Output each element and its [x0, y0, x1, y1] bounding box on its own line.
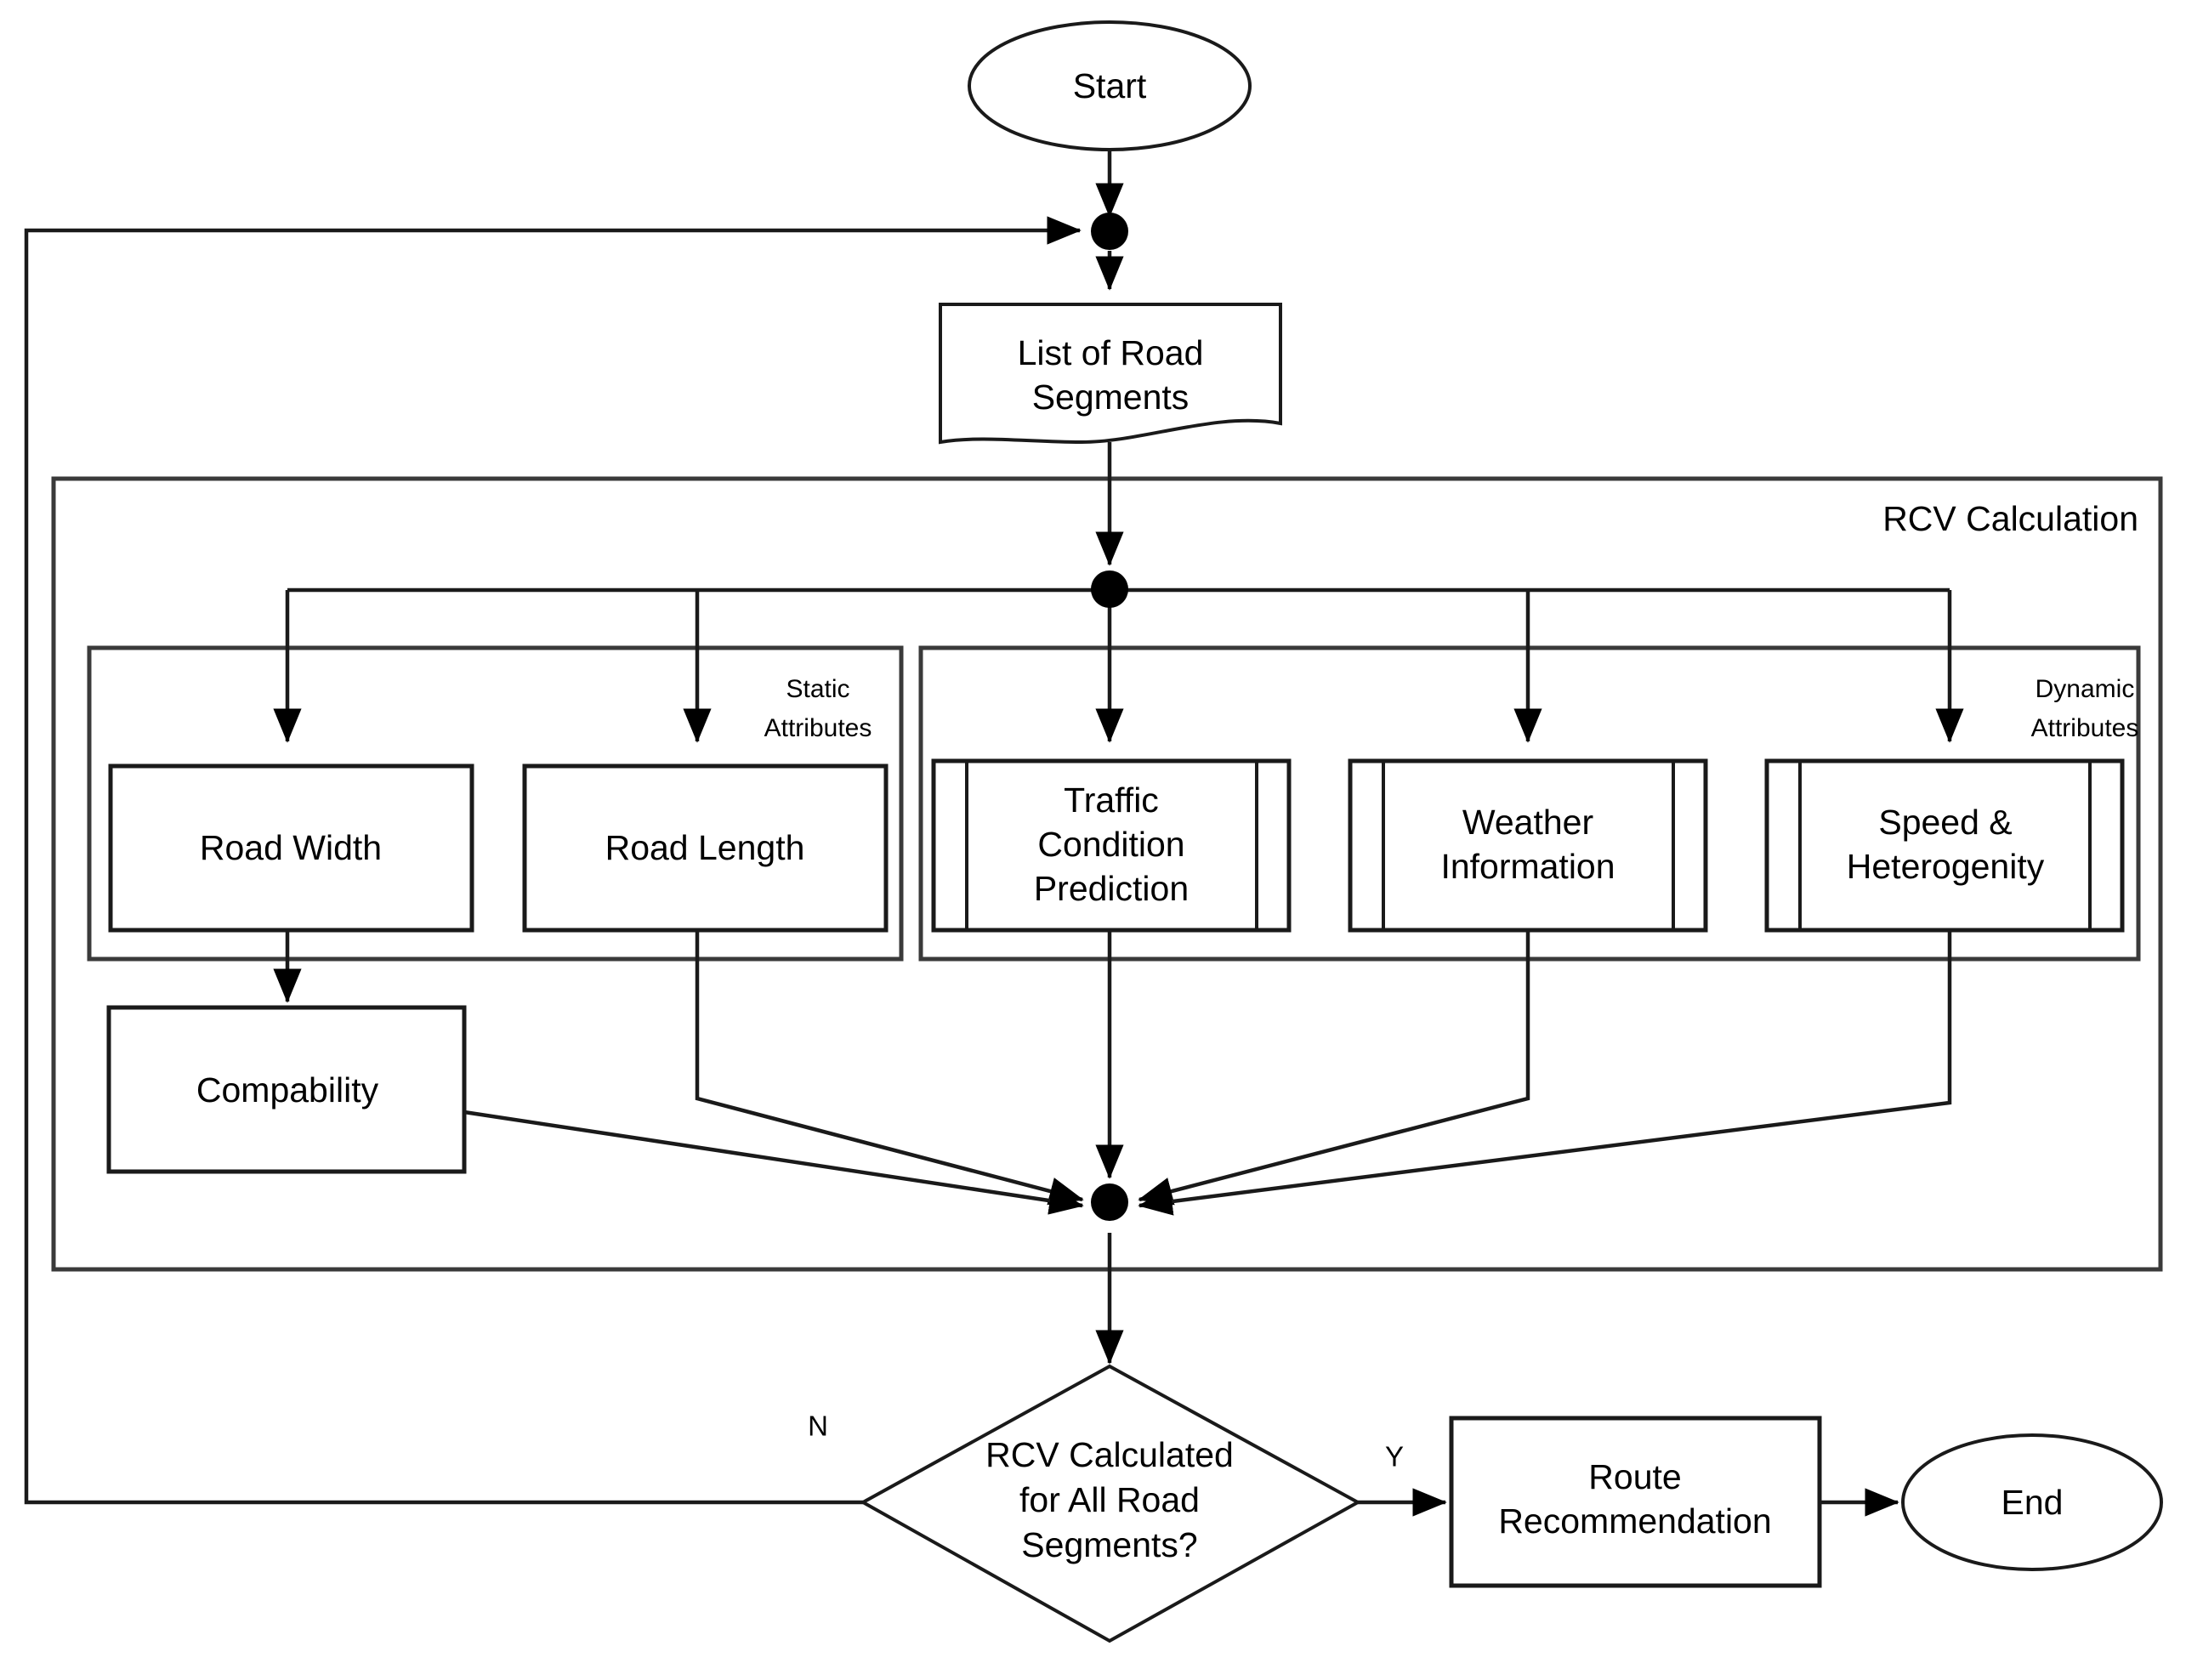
edge-compability-to-join — [463, 1110, 1084, 1215]
node-weather-information[interactable] — [1348, 758, 1708, 933]
node-route-recommendation-label-line1: Route — [1588, 1457, 1681, 1496]
node-speed-heterogenity-label-line2: Heterogenity — [1847, 847, 2045, 886]
node-road-length[interactable] — [522, 763, 889, 933]
group-static-attributes-label-line2: Attributes — [764, 714, 872, 742]
group-static-attributes — [87, 645, 904, 962]
node-road-width-label: Road Width — [200, 828, 382, 867]
edge-weather-to-join — [1138, 931, 1530, 1206]
node-compability[interactable] — [106, 1005, 467, 1174]
node-merge-top — [1091, 213, 1128, 250]
node-speed-heterogenity[interactable] — [1764, 758, 2125, 933]
node-compability-label: Compability — [196, 1070, 379, 1110]
node-route-recommendation-label-line2: Recommendation — [1498, 1501, 1771, 1541]
node-decision-rcv-complete[interactable] — [859, 1364, 1362, 1643]
node-road-segments[interactable] — [939, 303, 1282, 445]
edge-road-length-to-join — [695, 931, 1084, 1206]
node-speed-heterogenity-label-line1: Speed & — [1878, 803, 2012, 842]
node-end[interactable] — [1901, 1433, 2163, 1571]
node-start-label: Start — [1073, 66, 1147, 105]
node-traffic-prediction-label-line3: Prediction — [1034, 869, 1189, 908]
edge-label-no: N — [808, 1410, 828, 1442]
node-weather-information-label-line2: Information — [1440, 847, 1615, 886]
edge-label-yes: Y — [1385, 1441, 1404, 1473]
node-decision-label-line1: RCV Calculated — [985, 1435, 1234, 1474]
node-traffic-prediction-label-line2: Condition — [1037, 825, 1184, 864]
group-dynamic-attributes-label-line1: Dynamic — [2036, 675, 2135, 703]
node-road-segments-label-line1: List of Road — [1018, 333, 1204, 372]
node-road-segments-label-line2: Segments — [1032, 377, 1190, 417]
node-route-recommendation[interactable] — [1449, 1416, 1822, 1588]
node-traffic-prediction[interactable] — [931, 758, 1292, 933]
node-start[interactable] — [968, 20, 1252, 151]
node-join — [1091, 1183, 1128, 1221]
edge-speed-to-join — [1138, 931, 1952, 1216]
node-weather-information-label-line1: Weather — [1462, 803, 1593, 842]
node-fork — [1091, 570, 1128, 608]
group-rcv-calculation — [51, 476, 2163, 1272]
group-rcv-calculation-label: RCV Calculation — [1882, 499, 2138, 538]
group-static-attributes-label-line1: Static — [786, 675, 849, 703]
node-end-label: End — [2001, 1483, 2064, 1522]
node-decision-label-line3: Segments? — [1021, 1525, 1197, 1564]
node-decision-label-line2: for All Road — [1019, 1480, 1200, 1519]
node-traffic-prediction-label-line1: Traffic — [1064, 780, 1159, 820]
group-dynamic-attributes-label-line2: Attributes — [2031, 714, 2139, 742]
node-road-length-label: Road Length — [605, 828, 805, 867]
node-road-width[interactable] — [108, 763, 474, 933]
edge-decision-no-feedback — [24, 216, 1082, 1505]
